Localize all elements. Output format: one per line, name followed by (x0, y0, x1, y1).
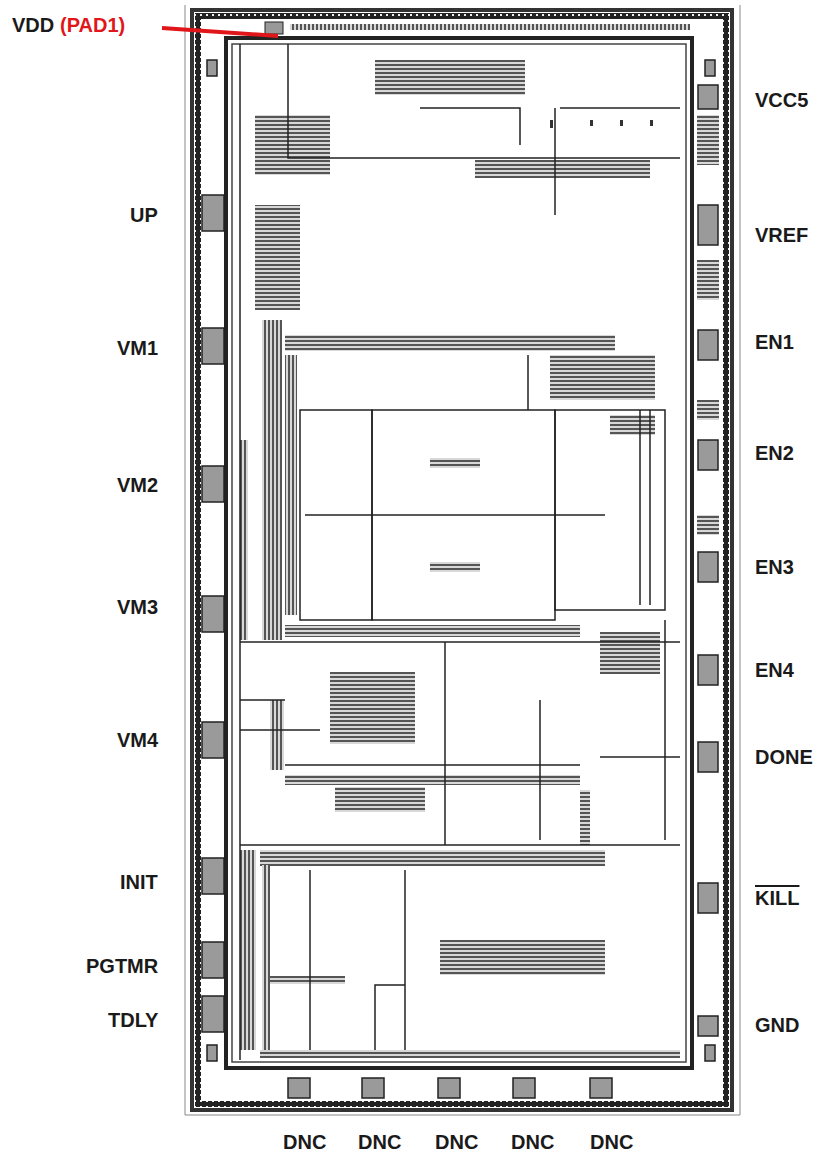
pin-name: DONE (755, 747, 813, 767)
pin-name: EN4 (755, 660, 794, 680)
pin-name: DNC (511, 1132, 554, 1152)
pin-name: TDLY (108, 1010, 158, 1030)
pin-name: EN2 (755, 443, 794, 463)
pin-name: EN3 (755, 557, 794, 577)
pin-name: VM3 (117, 597, 158, 617)
pin-name: VM2 (117, 475, 158, 495)
pin-name: PGTMR (86, 956, 158, 976)
pin-name: VM1 (117, 338, 158, 358)
supply-pin-name: (PAD1) (60, 15, 125, 35)
pin-name: INIT (120, 872, 158, 892)
pin-name: VM4 (117, 730, 158, 750)
pin-name: KILL (755, 888, 799, 908)
pin-name: UP (130, 205, 158, 225)
pin-name: DNC (435, 1132, 478, 1152)
supply-pin-name: VDD (12, 15, 54, 35)
pin-name: GND (755, 1015, 799, 1035)
pin-name: VCC5 (755, 90, 808, 110)
pin-name: DNC (283, 1132, 326, 1152)
pin-name: DNC (590, 1132, 633, 1152)
pin-name: DNC (358, 1132, 401, 1152)
pin-name: VREF (755, 225, 808, 245)
pin-name: EN1 (755, 332, 794, 352)
leader-line (162, 28, 278, 36)
